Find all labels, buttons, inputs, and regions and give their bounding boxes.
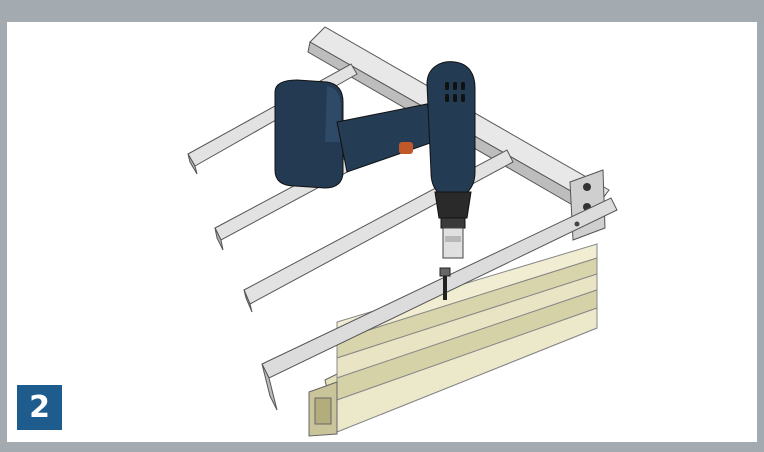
- mounting-profile: [308, 243, 598, 437]
- assembly-illustration: [187, 26, 618, 437]
- step-number-badge: 2: [17, 385, 62, 430]
- frame-front-rail: [261, 197, 618, 411]
- illustration-panel: 2: [7, 22, 757, 442]
- cordless-drill-icon: [274, 61, 476, 259]
- bolt-icon: [439, 267, 451, 300]
